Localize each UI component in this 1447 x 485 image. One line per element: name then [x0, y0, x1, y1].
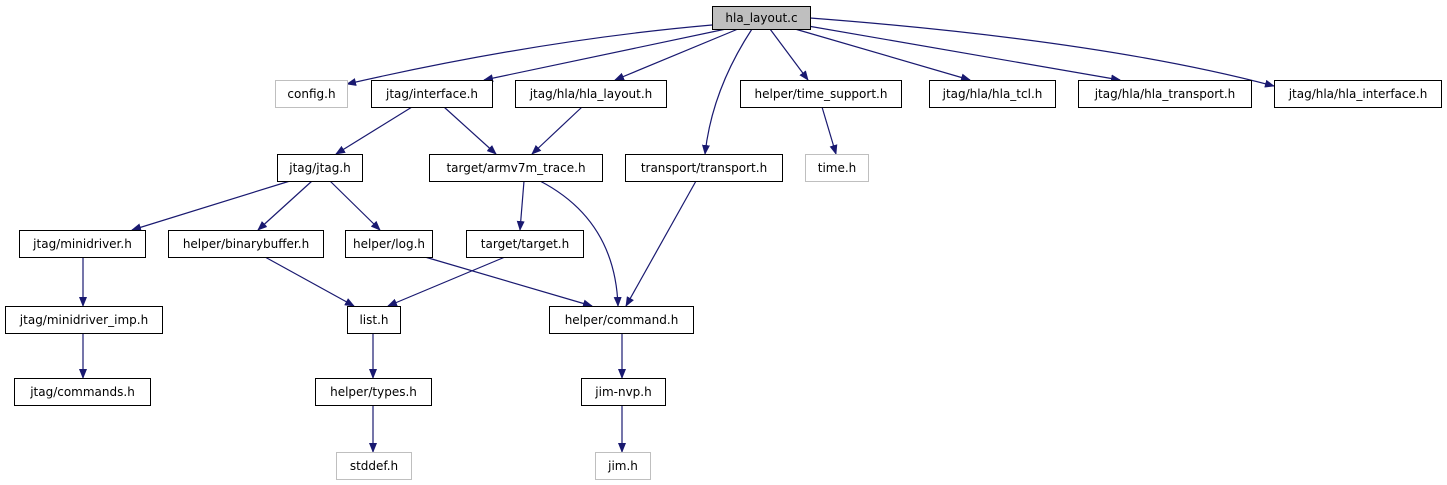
- node-box: [466, 230, 584, 258]
- node-helper-binarybuffer-h[interactable]: helper/binarybuffer.h: [168, 230, 324, 258]
- node-box: [19, 230, 146, 258]
- node-helper-types-h[interactable]: helper/types.h: [315, 378, 432, 406]
- edge-target-armv7m-trace-h-to-target-target-h: [516, 180, 525, 231]
- node-label: jtag/jtag.h: [288, 161, 350, 175]
- node-box: [581, 378, 666, 406]
- node-box: [168, 230, 324, 258]
- node-box: [315, 378, 432, 406]
- node-label: list.h: [359, 313, 388, 327]
- node-box: [1078, 80, 1252, 108]
- edge-hla-layout-c-to-helper-time-support-h: [769, 28, 809, 81]
- node-time-h[interactable]: time.h: [805, 154, 869, 182]
- node-box: [595, 452, 651, 480]
- node-list-h[interactable]: list.h: [347, 306, 401, 334]
- node-label: transport/transport.h: [641, 161, 767, 175]
- node-label: time.h: [818, 161, 857, 175]
- node-jtag-hla-hla-interface-h[interactable]: jtag/hla/hla_interface.h: [1274, 80, 1442, 108]
- node-label: stddef.h: [350, 459, 398, 473]
- node-box: [429, 154, 603, 182]
- node-box: [14, 378, 151, 406]
- node-label: jtag/hla/hla_transport.h: [1094, 87, 1236, 101]
- node-box: [805, 154, 869, 182]
- edge-jtag-jtag-h-to-helper-binarybuffer-h: [257, 180, 313, 231]
- edge-jtag-interface-h-to-jtag-jtag-h: [335, 106, 413, 155]
- node-label: helper/binarybuffer.h: [183, 237, 309, 251]
- edge-hla-layout-c-to-jtag-hla-hla-interface-h: [809, 17, 1275, 88]
- node-jtag-hla-hla-tcl-h[interactable]: jtag/hla/hla_tcl.h: [929, 80, 1056, 108]
- edge-hla-layout-c-to-jtag-interface-h: [483, 28, 727, 83]
- node-label: config.h: [287, 87, 335, 101]
- edge-target-armv7m-trace-h-to-helper-command-h: [539, 180, 622, 307]
- edge-hla-layout-c-to-jtag-hla-hla-layout-h: [614, 28, 739, 81]
- node-box: [929, 80, 1056, 108]
- node-label: hla_layout.c: [725, 11, 797, 25]
- edge-jtag-jtag-h-to-jtag-minidriver-h: [131, 180, 291, 232]
- edge-target-target-h-to-list-h: [387, 256, 506, 307]
- node-box: [277, 154, 363, 182]
- node-label: helper/time_support.h: [755, 87, 888, 101]
- node-box: [1274, 80, 1442, 108]
- node-label: helper/log.h: [353, 237, 425, 251]
- node-label: target/target.h: [481, 237, 569, 251]
- edge-transport-transport-h-to-helper-command-h: [625, 180, 697, 307]
- node-jtag-hla-hla-transport-h[interactable]: jtag/hla/hla_transport.h: [1078, 80, 1252, 108]
- node-box: [549, 306, 694, 334]
- node-label: helper/command.h: [565, 313, 679, 327]
- edge-helper-log-h-to-helper-command-h: [424, 256, 593, 308]
- node-stddef-h[interactable]: stddef.h: [336, 452, 412, 480]
- node-helper-command-h[interactable]: helper/command.h: [549, 306, 694, 334]
- node-jtag-minidriver-imp-h[interactable]: jtag/minidriver_imp.h: [5, 306, 163, 334]
- node-jim-nvp-h[interactable]: jim-nvp.h: [581, 378, 666, 406]
- node-box: [336, 452, 412, 480]
- node-box: [371, 80, 493, 108]
- node-box: [712, 6, 811, 30]
- node-jtag-minidriver-h[interactable]: jtag/minidriver.h: [19, 230, 146, 258]
- edge-jtag-jtag-h-to-helper-log-h: [329, 180, 381, 231]
- node-target-target-h[interactable]: target/target.h: [466, 230, 584, 258]
- node-jtag-jtag-h[interactable]: jtag/jtag.h: [277, 154, 363, 182]
- node-label: jtag/minidriver_imp.h: [19, 313, 148, 327]
- node-box: [515, 80, 667, 108]
- node-jtag-hla-hla-layout-h[interactable]: jtag/hla/hla_layout.h: [515, 80, 667, 108]
- edges-layer: [79, 17, 1275, 453]
- node-jtag-commands-h[interactable]: jtag/commands.h: [14, 378, 151, 406]
- edge-hla-layout-c-to-jtag-hla-hla-tcl-h: [794, 28, 971, 82]
- edge-hla-layout-c-to-jtag-hla-hla-transport-h: [807, 25, 1121, 83]
- node-target-armv7m-trace-h[interactable]: target/armv7m_trace.h: [429, 154, 603, 182]
- node-box: [5, 306, 163, 334]
- edge-jtag-interface-h-to-target-armv7m-trace-h: [443, 106, 497, 155]
- node-label: jtag/commands.h: [29, 385, 135, 399]
- edge-hla-layout-c-to-transport-transport-h: [702, 28, 753, 155]
- node-label: jim-nvp.h: [594, 385, 651, 399]
- node-label: jtag/minidriver.h: [32, 237, 132, 251]
- edge-jtag-hla-hla-layout-h-to-target-armv7m-trace-h: [531, 106, 583, 155]
- edge-helper-binarybuffer-h-to-list-h: [264, 256, 355, 307]
- nodes-layer: hla_layout.c config.h jtag/interface.h jtag…: [5, 6, 1442, 480]
- node-label: jtag/hla/hla_interface.h: [1288, 87, 1428, 101]
- node-box: [625, 154, 783, 182]
- edge-hla-layout-c-to-config-h: [346, 24, 713, 86]
- edge-helper-time-support-h-to-time-h: [821, 106, 838, 155]
- node-box: [740, 80, 902, 108]
- node-box: [275, 80, 348, 108]
- node-helper-time-support-h[interactable]: helper/time_support.h: [740, 80, 902, 108]
- node-label: jtag/hla/hla_layout.h: [529, 87, 653, 101]
- node-label: jtag/hla/hla_tcl.h: [942, 87, 1043, 101]
- node-label: target/armv7m_trace.h: [446, 161, 585, 175]
- node-box: [347, 306, 401, 334]
- node-config-h[interactable]: config.h: [275, 80, 348, 108]
- node-hla-layout-c[interactable]: hla_layout.c: [712, 6, 811, 30]
- node-helper-log-h[interactable]: helper/log.h: [345, 230, 433, 258]
- node-jim-h[interactable]: jim.h: [595, 452, 651, 480]
- node-transport-transport-h[interactable]: transport/transport.h: [625, 154, 783, 182]
- node-box: [345, 230, 433, 258]
- node-jtag-interface-h[interactable]: jtag/interface.h: [371, 80, 493, 108]
- node-label: helper/types.h: [330, 385, 417, 399]
- node-label: jim.h: [607, 459, 638, 473]
- node-label: jtag/interface.h: [385, 87, 478, 101]
